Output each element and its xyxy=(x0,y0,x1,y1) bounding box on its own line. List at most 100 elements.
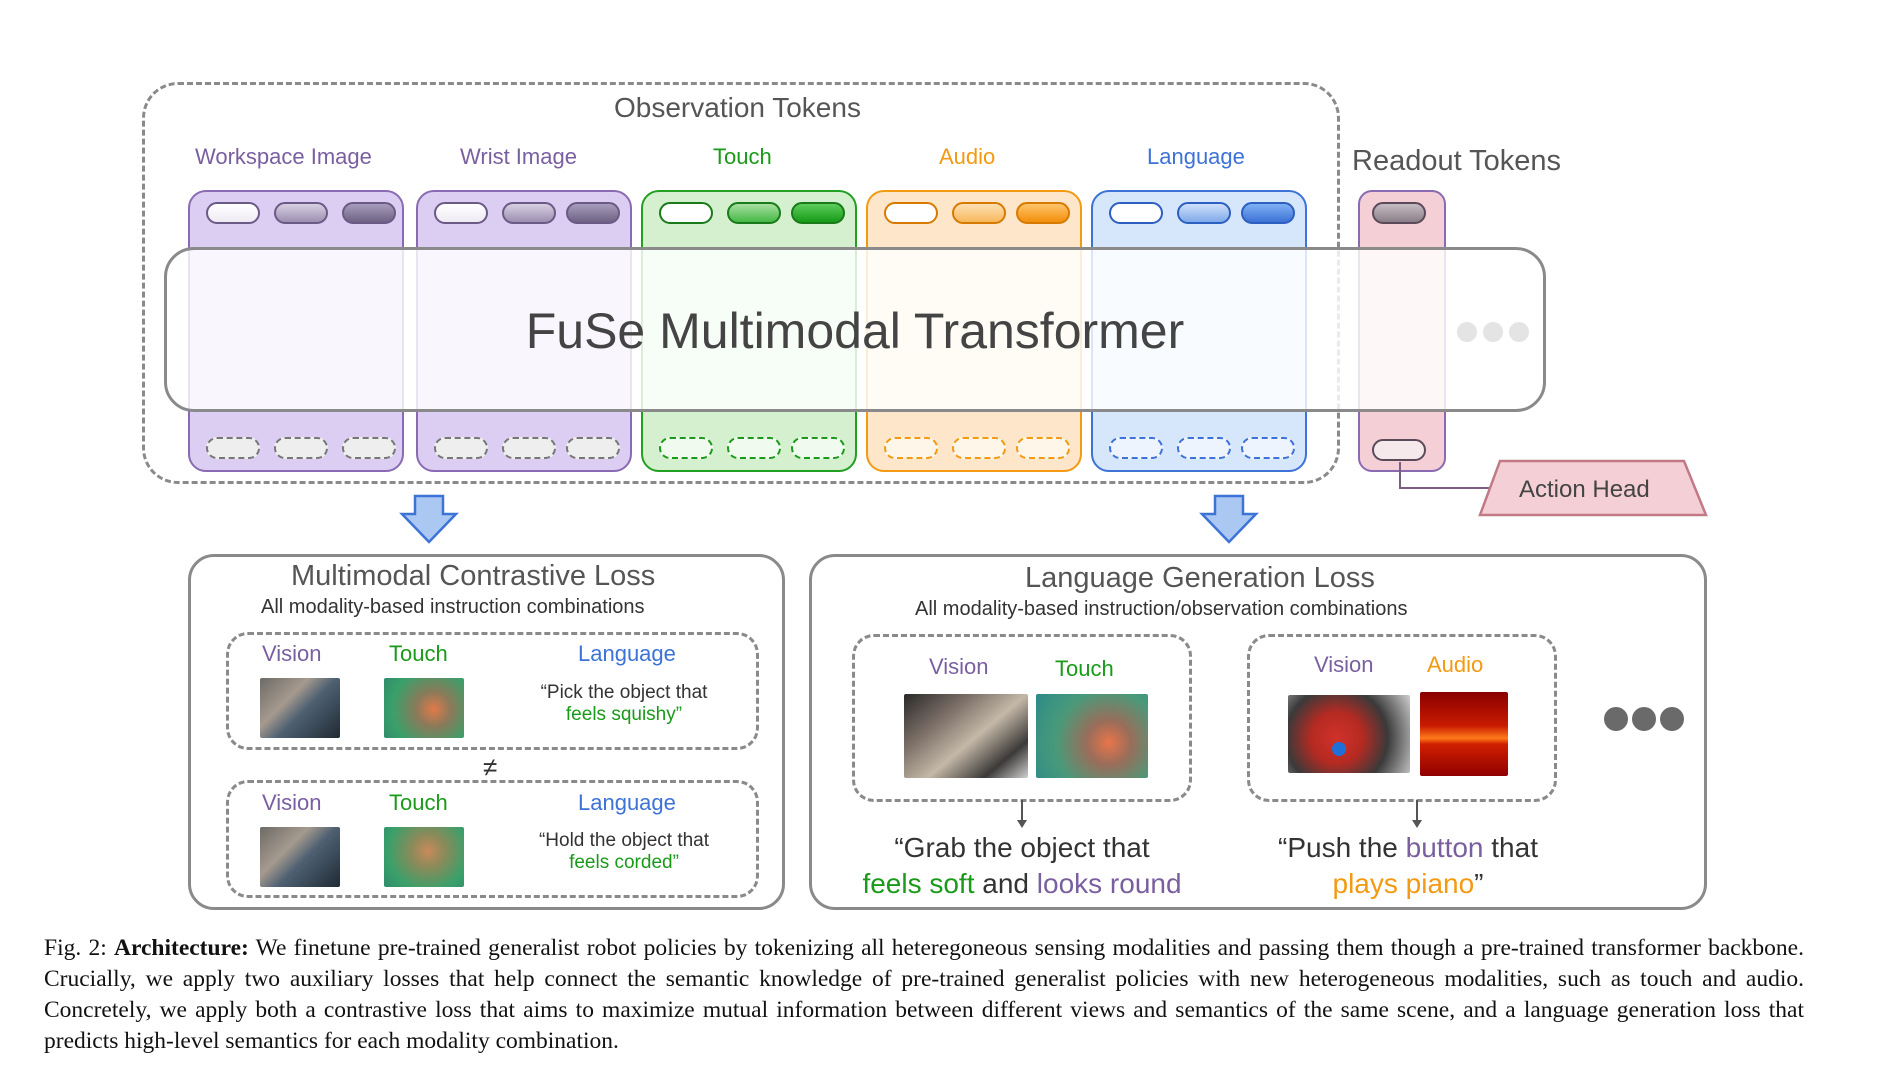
wrist-token-3 xyxy=(566,202,620,224)
button-dot xyxy=(1332,742,1346,756)
wrist-token-2 xyxy=(502,202,556,224)
touch-token-2 xyxy=(727,202,781,224)
workspace-token-2 xyxy=(274,202,328,224)
audio-token-1 xyxy=(884,202,938,224)
arrow-down xyxy=(1017,800,1027,828)
vision-image xyxy=(260,678,340,738)
workspace-token-1 xyxy=(206,202,260,224)
touch-label: Touch xyxy=(1055,656,1114,681)
audio-output-token xyxy=(1016,437,1070,459)
audio-output-token xyxy=(952,437,1006,459)
contrastive-example-1 xyxy=(226,632,759,750)
quote-part-touch: feels soft xyxy=(862,868,975,899)
touch-image xyxy=(384,678,464,738)
workspace-output-token xyxy=(342,437,396,459)
audio-token-3 xyxy=(1016,202,1070,224)
contrastive-example-2 xyxy=(226,780,759,898)
wrist-output-token xyxy=(502,437,556,459)
language-generation-loss-subtitle: All modality-based instruction/observati… xyxy=(915,598,1408,620)
caption-text: We finetune pre-trained generalist robot… xyxy=(44,935,1804,1054)
quote-part: that xyxy=(1483,832,1538,863)
vision-label: Vision xyxy=(262,790,322,815)
language-output-token xyxy=(1241,437,1295,459)
audio-spectrogram xyxy=(1420,692,1508,776)
audio-label: Audio xyxy=(1427,652,1484,677)
touch-label: Touch xyxy=(389,790,448,815)
language-generation-loss-panel xyxy=(809,554,1707,910)
instruction-line-2: feels corded” xyxy=(569,852,679,873)
action-head-shape xyxy=(1478,459,1708,517)
touch-output-token xyxy=(791,437,845,459)
transformer-label: FuSe Multimodal Transformer xyxy=(525,303,1185,359)
action-head-label: Action Head xyxy=(1519,476,1650,503)
contrastive-loss-title: Multimodal Contrastive Loss xyxy=(291,560,656,592)
instruction-line-1: “Pick the object that xyxy=(540,682,708,703)
touch-output-token xyxy=(659,437,713,459)
language-generation-loss-title: Language Generation Loss xyxy=(1025,562,1375,594)
quote-part: “Push the xyxy=(1278,832,1406,863)
touch-output-token xyxy=(727,437,781,459)
modality-label-wrist-image: Wrist Image xyxy=(460,144,577,169)
touch-image xyxy=(1036,694,1148,778)
modality-label-language: Language xyxy=(1147,144,1245,169)
audio-output-token xyxy=(884,437,938,459)
observation-tokens-title: Observation Tokens xyxy=(614,92,861,123)
quote-part: “Grab the object that xyxy=(894,832,1150,863)
arrow-down xyxy=(1412,800,1422,828)
generation-target-text: “Push the button that plays piano” xyxy=(1228,830,1588,902)
caption-prefix: Fig. 2: xyxy=(44,935,114,961)
contrastive-loss-subtitle: All modality-based instruction combinati… xyxy=(261,596,645,618)
touch-token-1 xyxy=(659,202,713,224)
ellipsis-dot xyxy=(1509,322,1529,342)
down-arrow-generation xyxy=(1199,494,1259,544)
ellipsis-dot xyxy=(1483,322,1503,342)
instruction-line-2: feels squishy” xyxy=(565,704,683,725)
more-ellipsis-dot xyxy=(1632,707,1656,731)
workspace-token-3 xyxy=(342,202,396,224)
workspace-output-token xyxy=(206,437,260,459)
fuse-multimodal-transformer: FuSe Multimodal Transformer xyxy=(164,247,1546,412)
language-token-1 xyxy=(1109,202,1163,224)
vision-label: Vision xyxy=(262,641,322,666)
vision-image xyxy=(1288,695,1410,773)
workspace-output-token xyxy=(274,437,328,459)
down-arrow-contrastive xyxy=(399,494,459,544)
instruction-text: “Pick the object that feels squishy” xyxy=(514,682,734,726)
wrist-output-token xyxy=(566,437,620,459)
touch-token-3 xyxy=(791,202,845,224)
modality-label-workspace-image: Workspace Image xyxy=(195,144,372,169)
caption-bold: Architecture: xyxy=(113,935,249,961)
touch-image xyxy=(384,827,464,887)
language-label: Language xyxy=(578,790,676,815)
quote-part: ” xyxy=(1474,868,1484,899)
more-ellipsis-dot xyxy=(1660,707,1684,731)
audio-token-2 xyxy=(952,202,1006,224)
instruction-line-1: “Hold the object that xyxy=(538,830,710,851)
vision-image xyxy=(260,827,340,887)
contrastive-loss-panel xyxy=(188,554,785,910)
wrist-token-1 xyxy=(434,202,488,224)
language-token-3 xyxy=(1241,202,1295,224)
instruction-text: “Hold the object that feels corded” xyxy=(514,830,734,874)
modality-label-touch: Touch xyxy=(713,144,772,169)
quote-part-audio: plays piano xyxy=(1332,868,1475,899)
quote-part-vision: button xyxy=(1405,832,1484,863)
readout-token-bottom xyxy=(1372,439,1426,461)
vision-label: Vision xyxy=(929,654,989,679)
modality-label-audio: Audio xyxy=(939,144,996,169)
generation-target-text: “Grab the object that feels soft and loo… xyxy=(842,830,1202,902)
quote-part: and xyxy=(974,868,1037,899)
quote-part-vision: looks round xyxy=(1036,868,1182,899)
language-output-token xyxy=(1109,437,1163,459)
action-head-connector xyxy=(1399,462,1496,489)
not-equal-sign: ≠ xyxy=(483,752,498,782)
figure-caption: Fig. 2: Architecture: We finetune pre-tr… xyxy=(44,933,1804,1057)
language-token-2 xyxy=(1177,202,1231,224)
language-label: Language xyxy=(578,641,676,666)
wrist-output-token xyxy=(434,437,488,459)
language-output-token xyxy=(1177,437,1231,459)
ellipsis-dot xyxy=(1457,322,1477,342)
generation-example-vision-audio xyxy=(1247,634,1557,802)
readout-tokens-title: Readout Tokens xyxy=(1352,145,1562,177)
touch-label: Touch xyxy=(389,641,448,666)
